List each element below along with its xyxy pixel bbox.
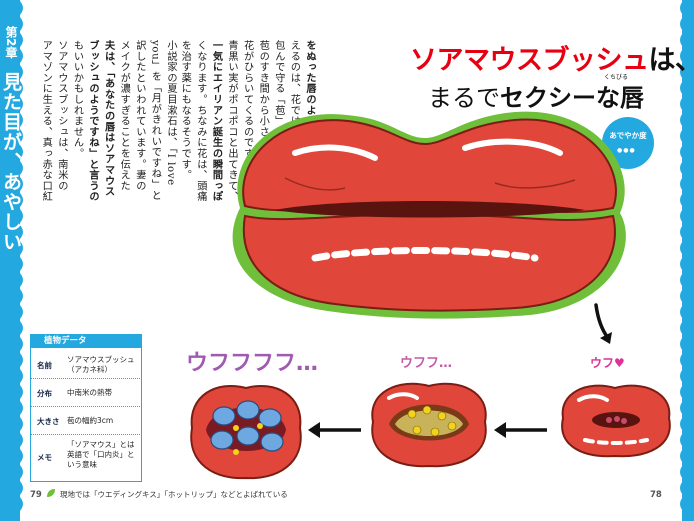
- page-number-left: 79: [30, 490, 42, 500]
- big-lips-illustration: [232, 111, 626, 319]
- body-line: 青黒い実がポコポコと出てきて、: [226, 40, 238, 202]
- plant-data-title: 植物データ: [30, 334, 142, 348]
- headline-prefix: まるで: [428, 84, 500, 112]
- badge-label: あでやか度: [609, 131, 647, 140]
- plant-data-row: 分布 中南米の熱帯: [31, 380, 140, 407]
- lips-stage2-flowering: [371, 382, 487, 468]
- plant-data-key: メモ: [37, 453, 52, 462]
- body-line: 訳したといわれています。妻の: [133, 40, 145, 192]
- body-line: you」を「月がきれいですね」と: [149, 40, 161, 201]
- plant-data-key: 分布: [37, 389, 52, 398]
- lips-stage3-fruiting: [190, 385, 302, 480]
- down-arrow-icon: [594, 303, 612, 344]
- leaf-icon: [47, 489, 55, 497]
- plant-data-row: 名前 ソアマウスブッシュ（アカネ科）: [31, 352, 140, 379]
- left-arrow-icon: [494, 422, 547, 438]
- right-wave-edge: [680, 0, 684, 521]
- headline-sexy-lips: セクシーな唇: [500, 84, 644, 112]
- headline-ruby: くちびる: [604, 74, 629, 81]
- plant-data-value: 「ソアマウス」とは英語で「口内炎」という意味: [67, 440, 135, 469]
- plant-data-value: ソアマウスブッシュ（アカネ科）: [67, 355, 135, 374]
- plant-data-value: 苞の幅約3cm: [67, 416, 114, 425]
- body-line: 夫は、「あなたの唇はソアマウス: [102, 40, 114, 197]
- plant-data-box: [30, 338, 142, 482]
- headline-line1: ソアマウスブッシュは、: [410, 38, 694, 77]
- footnote: 現地では「ウエディングキス」「ホットリップ」などとよばれている: [60, 490, 288, 499]
- body-line: 小説家の夏目漱石は、「I love: [165, 40, 176, 186]
- page-number-right: 78: [650, 490, 662, 500]
- left-wave-edge: [19, 0, 23, 521]
- body-line: ブッシュのようですね」と言うの: [87, 40, 99, 202]
- body-line: ソアマウスブッシュは、南米の: [55, 40, 67, 192]
- body-line: メイクが濃すぎることを伝えた: [118, 40, 130, 192]
- left-arrow-icon: [308, 422, 361, 438]
- body-line: 苞のすき間から小さくかわいい: [257, 40, 269, 192]
- left-blue-band: [0, 0, 20, 521]
- laugh-large: ウフフフフ…: [186, 351, 319, 376]
- right-blue-band: [682, 0, 694, 521]
- body-line: もいいかもしれません。: [71, 40, 83, 159]
- body-text-upper: 小説家の夏目漱石は、「I love you」を「月がきれいですね」と 訳したとい…: [38, 40, 178, 330]
- headline-particle: は、: [648, 45, 694, 76]
- body-line: を治す薬にもなるそうです。: [179, 40, 191, 181]
- chapter-label: 第2章: [2, 12, 20, 72]
- body-line: 包んで守る「苞」という部分です。: [272, 40, 284, 213]
- body-line: アマゾンに生える、真っ赤な口紅: [40, 40, 52, 202]
- headline-plant-name: ソアマウスブッシュ: [410, 45, 649, 76]
- small-lips-stage1: [561, 384, 671, 458]
- plant-data-key: 大きさ: [37, 417, 60, 426]
- plant-data-row: メモ 「ソアマウス」とは英語で「口内炎」という意味: [31, 436, 140, 478]
- body-line: くなります。ちなみに花は、頭痛: [194, 40, 206, 202]
- plant-data-key: 名前: [37, 361, 52, 370]
- badge-rating-dots: ●●●: [617, 147, 636, 154]
- laugh-medium: ウフフ…: [400, 356, 453, 371]
- plant-data-value: 中南米の熱帯: [67, 388, 112, 397]
- plant-data-row: 大きさ 苞の幅約3cm: [31, 408, 140, 435]
- body-line: 花がひらいてくるのですが、その後に: [241, 40, 253, 224]
- laugh-small: ウフ♥: [590, 356, 625, 370]
- body-line: 一気にエイリアン誕生の瞬間っぽ: [210, 40, 222, 202]
- chapter-title: 見た目が、あやしい: [0, 72, 22, 252]
- headline-line2: まるでセクシーな唇: [428, 78, 644, 113]
